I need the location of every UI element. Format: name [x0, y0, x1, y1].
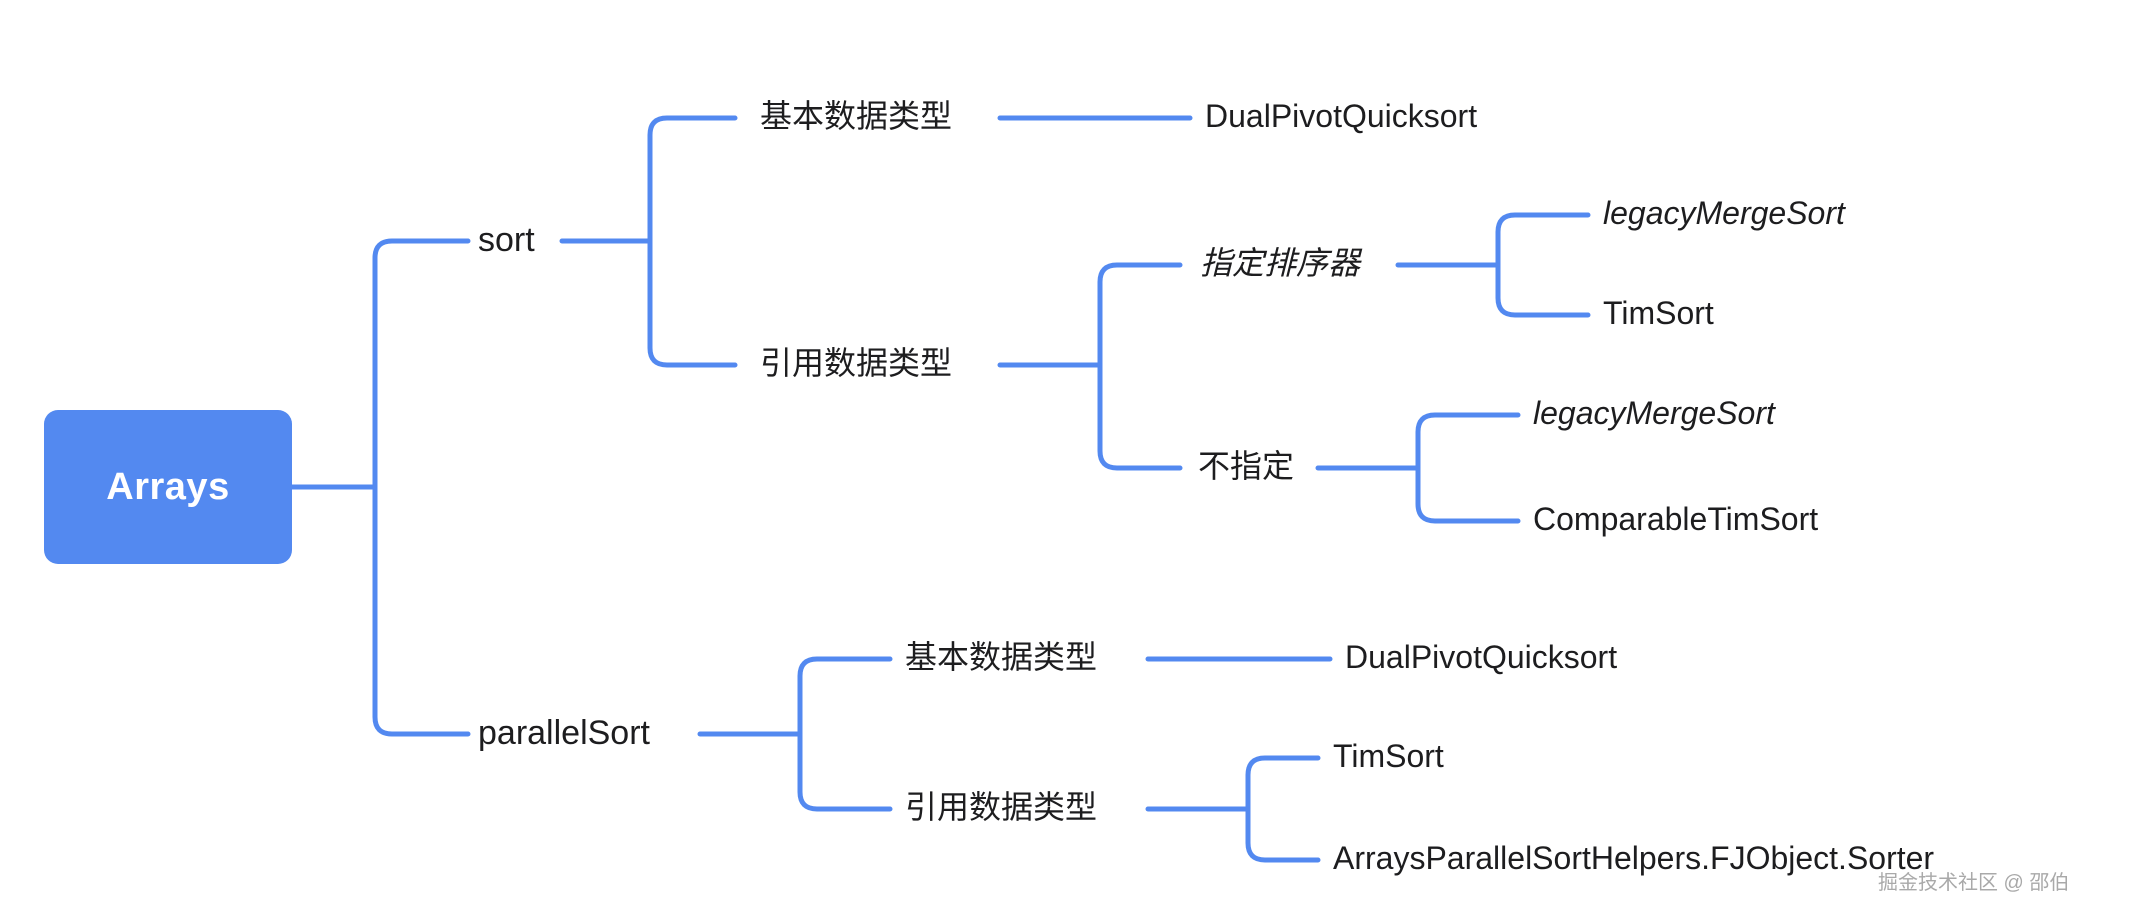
edge-withcmp-tim: [1495, 262, 1591, 318]
node-sort-primitive-impl[interactable]: DualPivotQuicksort: [1205, 100, 1477, 132]
node-sort-cmp-legacy[interactable]: legacyMergeSort: [1603, 197, 1845, 229]
edge-sort-primitive: [647, 115, 738, 244]
node-sort-reference[interactable]: 引用数据类型: [760, 347, 952, 379]
node-sort-primitive-label: 基本数据类型: [760, 98, 953, 134]
node-ps-primitive-label: 基本数据类型: [905, 639, 1098, 675]
node-sort-primitive-impl-label: DualPivotQuicksort: [1205, 98, 1478, 134]
edge-withcmp-legacy: [1495, 212, 1591, 268]
node-ps-ref-fjobject[interactable]: ArraysParallelSortHelpers.FJObject.Sorte…: [1333, 842, 1934, 874]
node-sort-nocmp-legacy[interactable]: legacyMergeSort: [1533, 397, 1775, 429]
edge-ref-nocmp: [1097, 362, 1183, 471]
edge-ps-reference: [797, 731, 893, 812]
node-sort-with-comparator[interactable]: 指定排序器: [1200, 247, 1360, 279]
node-sort-primitive[interactable]: 基本数据类型: [760, 100, 952, 132]
watermark: 掘金技术社区 @ 邵伯: [1878, 866, 2069, 895]
edge-nocmp-comparable: [1415, 465, 1521, 524]
node-ps-primitive[interactable]: 基本数据类型: [905, 641, 1097, 673]
node-parallel-sort-label: parallelSort: [478, 714, 650, 752]
node-ps-reference[interactable]: 引用数据类型: [905, 791, 1097, 823]
root-node-label: Arrays: [106, 466, 230, 508]
node-ps-primitive-impl-label: DualPivotQuicksort: [1345, 639, 1618, 675]
edge-sort-reference: [647, 238, 738, 368]
node-sort-without-comparator[interactable]: 不指定: [1198, 450, 1294, 482]
node-ps-primitive-impl[interactable]: DualPivotQuicksort: [1345, 641, 1617, 673]
node-sort-label: sort: [478, 221, 535, 259]
edge-psref-tim: [1245, 755, 1321, 812]
node-sort-reference-label: 引用数据类型: [760, 345, 953, 381]
node-ps-reference-label: 引用数据类型: [905, 789, 1098, 825]
node-ps-ref-tim-label: TimSort: [1333, 738, 1444, 774]
node-sort-nocmp-comparable[interactable]: ComparableTimSort: [1533, 503, 1818, 535]
node-sort-cmp-tim-label: TimSort: [1603, 295, 1714, 331]
node-sort-nocmp-comparable-label: ComparableTimSort: [1533, 501, 1819, 537]
node-sort-cmp-legacy-label: legacyMergeSort: [1603, 195, 1845, 231]
node-sort-nocmp-legacy-label: legacyMergeSort: [1533, 395, 1775, 431]
node-sort[interactable]: sort: [478, 223, 535, 257]
edge-psref-fjobject: [1245, 806, 1321, 863]
node-sort-with-comparator-label: 指定排序器: [1200, 245, 1361, 281]
node-ps-ref-fjobject-label: ArraysParallelSortHelpers.FJObject.Sorte…: [1333, 840, 1935, 876]
node-parallel-sort[interactable]: parallelSort: [478, 716, 650, 750]
node-ps-ref-tim[interactable]: TimSort: [1333, 740, 1444, 772]
node-sort-without-comparator-label: 不指定: [1198, 448, 1295, 484]
watermark-text: 掘金技术社区 @ 邵伯: [1878, 872, 2070, 894]
edge-trunk-sort: [372, 238, 471, 490]
edge-ps-primitive: [797, 656, 893, 737]
edge-nocmp-legacy: [1415, 412, 1521, 471]
node-sort-cmp-tim[interactable]: TimSort: [1603, 297, 1714, 329]
edge-trunk-parallelsort: [372, 484, 471, 737]
root-node-arrays[interactable]: Arrays: [44, 410, 292, 564]
edge-ref-withcmp: [1097, 262, 1183, 368]
